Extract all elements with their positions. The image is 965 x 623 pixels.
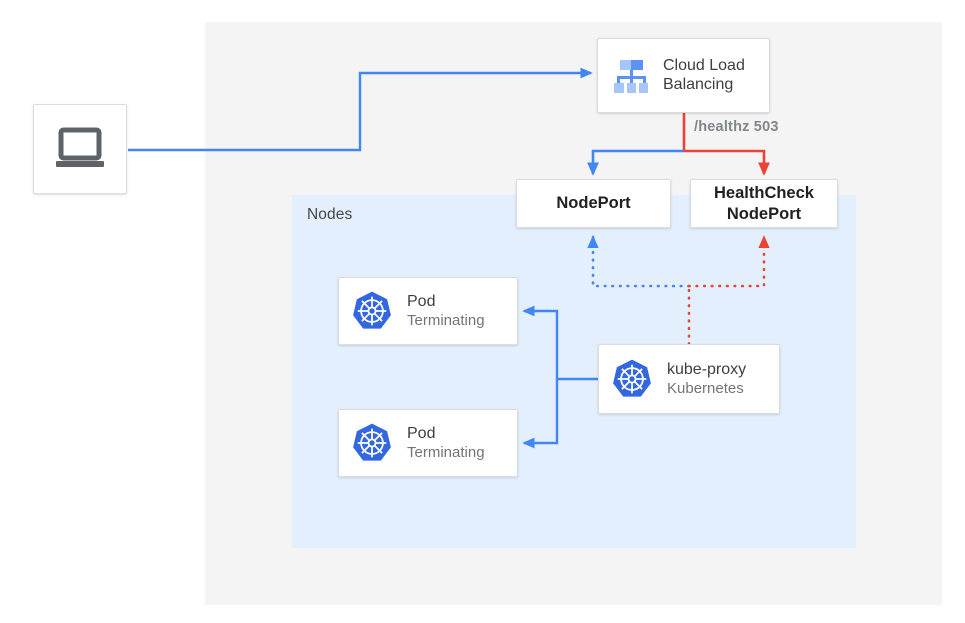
kubernetes-icon [353,291,391,329]
nodeport-box[interactable]: NodePort [516,179,671,228]
nodes-group-label: Nodes [307,206,353,223]
nodeport-label: NodePort [556,194,631,213]
cloud-load-balancing-card[interactable]: Cloud Load Balancing [597,38,770,113]
pod-title-1: Pod [407,292,436,310]
kube-proxy-subtitle: Kubernetes [667,379,744,397]
laptop-icon [56,127,104,167]
pod-title-2: Pod [407,424,436,442]
kubernetes-icon [613,359,651,397]
healthcheck-nodeport-label-line1: HealthCheck [714,184,814,203]
cloud-load-balancing-title-2: Balancing [663,75,734,93]
healthcheck-nodeport-box[interactable]: HealthCheck NodePort [690,179,838,228]
cloud-load-balancing-icon [614,59,648,93]
healthcheck-nodeport-label-line2: NodePort [726,204,802,223]
cloud-load-balancing-title: Cloud Load [663,56,745,74]
kube-proxy-title: kube-proxy [667,360,747,378]
healthz-status-label: /healthz 503 [694,119,779,135]
kubernetes-icon [353,423,391,461]
pod-status-2: Terminating [407,443,485,461]
healthcheck-nodeport-label: HealthCheck NodePort [714,183,814,223]
pod-card-2[interactable]: Pod Terminating [338,409,518,477]
client-device-card[interactable] [33,104,127,194]
pod-status-1: Terminating [407,311,485,329]
kube-proxy-card[interactable]: kube-proxy Kubernetes [598,344,780,414]
pod-card-1[interactable]: Pod Terminating [338,277,518,345]
